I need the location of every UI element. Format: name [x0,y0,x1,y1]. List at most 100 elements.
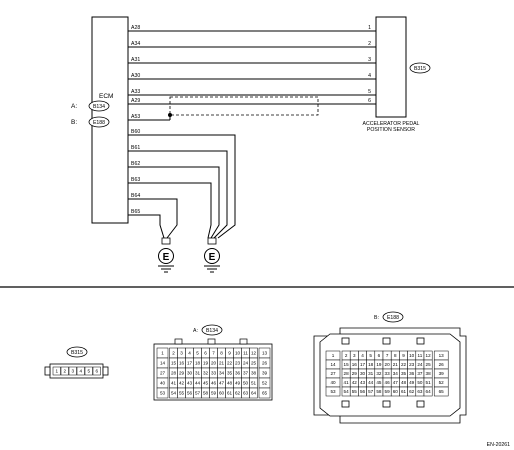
ecm-pin-a31: A31 [131,57,140,63]
a_b134-pin-13: 13 [262,351,268,356]
a_b134-pin-38: 38 [251,371,257,376]
b_e188-pin-53: 53 [330,389,336,394]
b_e188-pin-64: 64 [426,389,432,394]
ecm-conn-b-badge [88,116,110,128]
b315-pin-1: 1 [55,369,58,374]
a_b134-pin-16: 16 [179,361,185,366]
b_e188-pin-21: 21 [393,362,399,367]
ground-wires [128,134,236,239]
b_e188-pin-43: 43 [360,380,366,385]
b_e188-pin-6: 6 [378,353,381,358]
a_b134-pin-44: 44 [195,381,201,386]
a_b134-pin-62: 62 [235,391,241,396]
a_b134-pin-50: 50 [243,381,249,386]
b_e188-pin-41: 41 [344,380,350,385]
b_e188-pin-33: 33 [385,371,391,376]
a_b134-pin-46: 46 [211,381,217,386]
a_b134-pin-36: 36 [235,371,241,376]
b315-code: B315 [71,350,83,356]
a_b134-pin-28: 28 [171,371,177,376]
b_e188-pin-11: 11 [418,353,423,358]
ecm-pin-a28: A28 [131,25,140,31]
ecm-conn-a-code: B134 [93,104,105,110]
a_b134-pin-10: 10 [235,351,241,356]
b_e188-pin-64-cell [423,386,433,397]
b_e188-pin-37: 37 [417,371,423,376]
a_b134-pin-47: 47 [219,381,225,386]
a_b134-pin-65-cell [258,387,271,399]
e188-prefix: B: [374,315,379,321]
b_e188-pin-18: 18 [368,362,374,367]
sensor-code-badge [409,62,431,74]
ground-symbol-right: E [204,237,220,273]
ecm-pin-a29: A29 [131,98,140,104]
a_b134-pin-20: 20 [211,361,217,366]
b_e188-pin-65: 65 [439,389,445,394]
b_e188-pin-12: 12 [426,353,432,358]
e188-code: E188 [387,315,399,321]
a_b134-pin-2: 2 [172,351,175,356]
b315-pin-5-cell [84,366,93,376]
ecm-conn-a-badge [88,100,110,112]
b_e188-pin-10: 10 [409,353,415,358]
a_b134-pin-37: 37 [243,371,249,376]
a_b134-pin-23: 23 [235,361,241,366]
b315-pin-3-cell [68,366,77,376]
a_b134-pin-45: 45 [203,381,209,386]
b_e188-pin-65-cell [433,386,449,397]
a_b134-pin-12: 12 [251,351,257,356]
b_e188-pin-15: 15 [344,362,350,367]
a_b134-pin-65: 65 [262,391,268,396]
ecm-conn-b-code: E188 [93,120,105,126]
b_e188-pin-38: 38 [426,371,432,376]
sensor-name-line1: ACCELERATOR PEDAL [363,121,420,127]
b_e188-pin-56: 56 [360,389,366,394]
a_b134-pin-4: 4 [188,351,191,356]
b_e188-pin-52: 52 [439,380,445,385]
b315-pin-2: 2 [63,369,66,374]
a_b134-pin-42: 42 [179,381,185,386]
a_b134-pin-43: 43 [187,381,193,386]
a_b134-pin-3: 3 [180,351,183,356]
ground-label-right: E [209,252,216,263]
b_e188-pin-42: 42 [352,380,358,385]
a_b134-pin-1: 1 [161,351,164,356]
a_b134-pin-60: 60 [219,391,225,396]
ecm-pin-b62: B62 [131,161,140,167]
b_e188-pin-48: 48 [401,380,407,385]
b_e188-pin-26: 26 [439,362,445,367]
b315-code-badge [66,346,88,358]
b_e188-pin-44: 44 [368,380,374,385]
b_e188-pin-57: 57 [368,389,374,394]
a_b134-pin-51: 51 [251,381,257,386]
a_b134-pin-53-cell [156,387,169,399]
b_e188-pin-46: 46 [385,380,391,385]
ground-symbol-left: E [158,237,174,273]
ecm-pin-a30: A30 [131,73,140,79]
b_e188-pin-54: 54 [344,389,350,394]
ecm-pin-b60: B60 [131,129,140,135]
ecm-conn-a-prefix: A: [71,103,77,110]
ecm-title: ECM [99,93,113,100]
a_b134-pin-8: 8 [220,351,223,356]
b134-code-badge [201,324,223,336]
a_b134-pin-33: 33 [211,371,217,376]
ground-label-left: E [163,252,170,263]
b315-pin-5: 5 [87,369,90,374]
a_b134-pin-64-cell [249,387,258,399]
b_e188-pin-58: 58 [376,389,382,394]
a_b134-pin-26: 26 [262,361,268,366]
sensor-name-line2: POSITION SENSOR [367,127,415,133]
b134-code: B134 [206,328,218,334]
b_e188-pin-31: 31 [368,371,374,376]
signal-wires [128,30,376,121]
b_e188-pin-60: 60 [393,389,399,394]
b_e188-pin-49: 49 [409,380,415,385]
a_b134-pin-27: 27 [160,371,166,376]
b_e188-pin-45: 45 [376,380,382,385]
a_b134-pin-52: 52 [262,381,268,386]
a_b134-pin-6: 6 [204,351,207,356]
a_b134-pin-29: 29 [179,371,185,376]
